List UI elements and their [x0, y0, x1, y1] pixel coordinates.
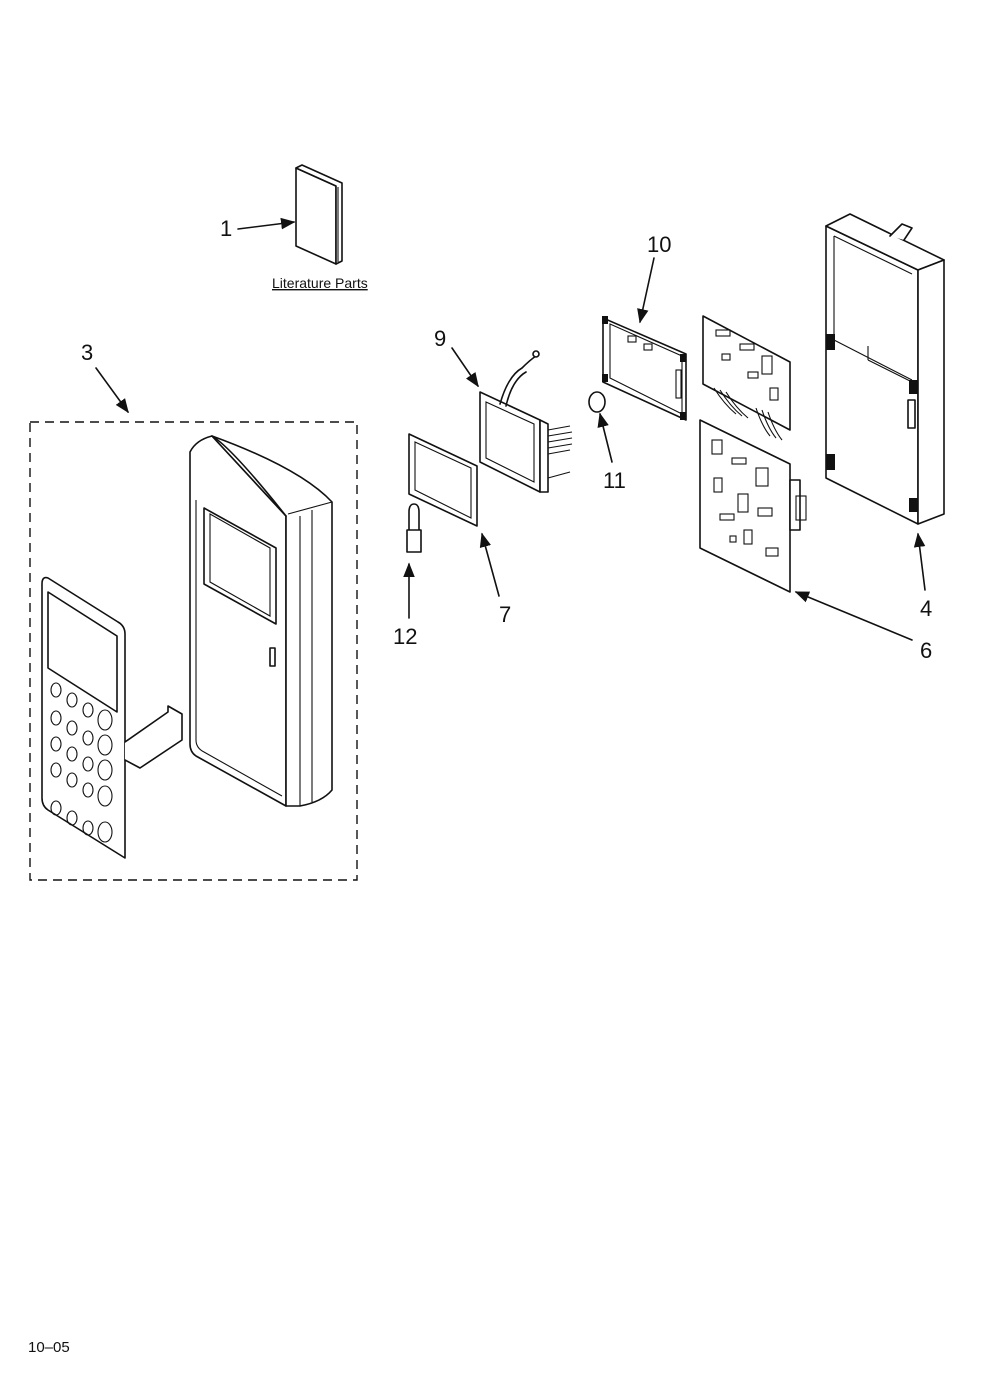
part-4-housing — [825, 213, 945, 525]
callout-1: 1 — [220, 216, 232, 241]
callout-arrows — [95, 217, 926, 641]
callout-4: 4 — [920, 596, 932, 621]
callout-6: 6 — [920, 638, 932, 663]
part-6-control-boards — [699, 315, 807, 593]
part-1-literature-booklet — [295, 164, 343, 265]
part-7-display-window — [408, 433, 478, 527]
callout-11: 11 — [603, 468, 626, 493]
part-3-control-panel-assembly — [29, 421, 358, 881]
part-11-knob — [588, 391, 606, 413]
keypad-membrane — [41, 576, 183, 859]
part-12-bulb — [406, 503, 422, 553]
callout-12: 12 — [393, 624, 417, 649]
callout-9: 9 — [434, 326, 446, 351]
part-10-small-board — [602, 316, 687, 421]
callout-7: 7 — [499, 602, 511, 627]
callout-10: 10 — [647, 232, 671, 257]
literature-parts-label: Literature Parts — [272, 275, 368, 291]
callout-3: 3 — [81, 340, 93, 365]
front-panel-frame — [189, 435, 333, 807]
footer-code: 10–05 — [28, 1339, 70, 1356]
part-9-display-module — [479, 350, 573, 493]
